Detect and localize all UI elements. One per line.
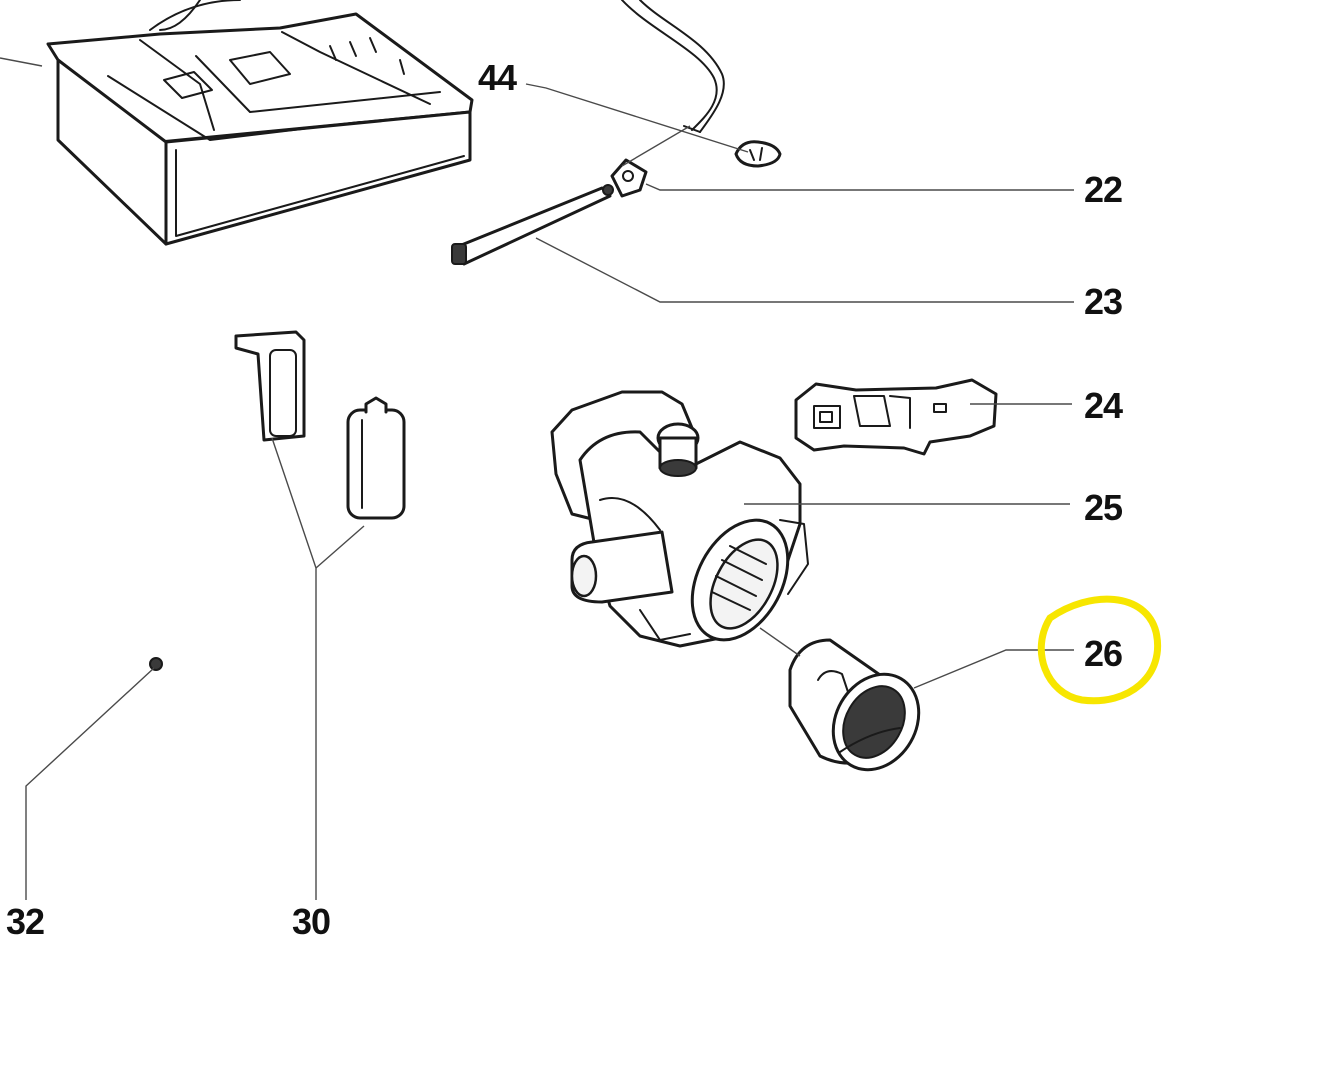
drain-pump-part-25	[550, 390, 809, 648]
callout-30: 30	[292, 901, 330, 942]
callout-26: 26	[1084, 633, 1122, 674]
callout-24: 24	[1084, 385, 1123, 426]
screw-part-32	[149, 657, 163, 671]
capacitor-part-30	[346, 396, 406, 520]
clip-part-22	[610, 125, 691, 198]
bracket-part-30	[234, 330, 306, 442]
callout-25: 25	[1084, 487, 1123, 528]
bracket-part-24	[794, 378, 998, 456]
detergent-drawer-part	[46, 0, 474, 246]
callout-32: 32	[6, 901, 44, 942]
callout-23: 23	[1084, 281, 1122, 322]
cap-part-44	[734, 140, 782, 168]
highlight-circle	[1037, 595, 1162, 705]
callout-44: 44	[478, 57, 517, 98]
callout-22: 22	[1084, 169, 1122, 210]
filter-part-26	[759, 627, 921, 772]
hose-part	[621, 0, 725, 133]
rod-part-23	[451, 184, 614, 266]
leader-lines	[0, 57, 1074, 900]
